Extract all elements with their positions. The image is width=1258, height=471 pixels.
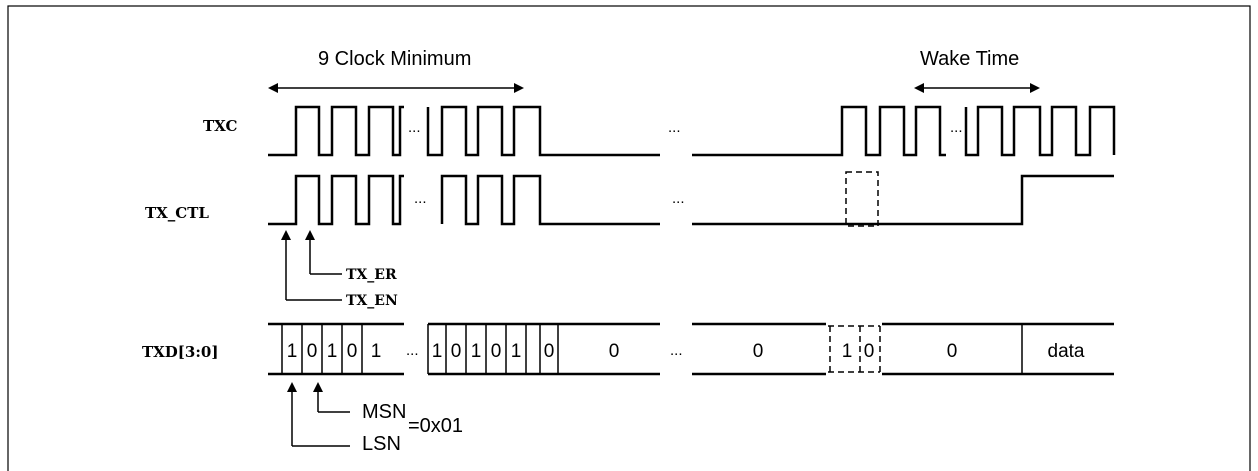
nibble-value-label: =0x01	[408, 415, 463, 437]
txc-waveform-2	[426, 105, 660, 157]
tx-er-label: TX_ER	[346, 267, 397, 283]
tx-ctl-label: TX_CTL	[145, 204, 209, 222]
txd-cell-data: data	[1048, 341, 1085, 362]
txd-cell: 1	[842, 341, 853, 362]
txd-bus-1	[268, 322, 404, 376]
txd-wake-cells	[828, 325, 881, 373]
txc-waveform-3	[692, 105, 946, 157]
txd-cell: 0	[947, 341, 958, 362]
txc-ellipsis-3: ...	[950, 119, 963, 136]
tx-ctl-waveform-2	[440, 174, 660, 226]
tx-ctl-waveform	[268, 174, 404, 226]
txd-cell: 1	[327, 341, 338, 362]
txd-cell: 1	[511, 341, 522, 362]
tx-ctl-ellipsis-1: ...	[414, 190, 427, 207]
txd-cell: 0	[544, 341, 555, 362]
txd-label: TXD[3:0]	[142, 343, 218, 361]
txd-cell: 0	[864, 341, 875, 362]
txc-label: TXC	[203, 117, 238, 135]
txd-cell: 1	[471, 341, 482, 362]
txd-cell: 1	[371, 341, 382, 362]
txd-ellipsis-1: ...	[406, 342, 419, 359]
msn-label: MSN	[362, 401, 406, 423]
nine-clock-label: 9 Clock Minimum	[318, 48, 471, 70]
txd-cell-dividers-2	[427, 324, 559, 374]
tx-ctl-waveform-3	[692, 174, 1114, 226]
wake-time-label: Wake Time	[920, 48, 1019, 70]
txd-cell: 0	[307, 341, 318, 362]
txd-cell: 0	[491, 341, 502, 362]
txd-ellipsis-2: ...	[670, 342, 683, 359]
txc-waveform-4	[964, 105, 1116, 157]
txd-cell: 1	[432, 341, 443, 362]
txd-cell: 0	[451, 341, 462, 362]
txc-waveform	[268, 105, 404, 157]
txc-ellipsis-1: ...	[408, 119, 421, 136]
txd-cell-dividers-1	[281, 324, 363, 374]
tx-ctl-wake-pulse	[845, 171, 879, 227]
txd-cell: 0	[609, 341, 620, 362]
txd-cell: 0	[753, 341, 764, 362]
txd-bus-3	[692, 322, 1114, 376]
diagram-frame	[7, 5, 1251, 471]
txd-cell: 0	[347, 341, 358, 362]
lsn-label: LSN	[362, 433, 401, 455]
txd-cell: 1	[287, 341, 298, 362]
tx-ctl-ellipsis-2: ...	[672, 190, 685, 207]
tx-en-label: TX_EN	[346, 293, 398, 309]
txc-ellipsis-2: ...	[668, 119, 681, 136]
